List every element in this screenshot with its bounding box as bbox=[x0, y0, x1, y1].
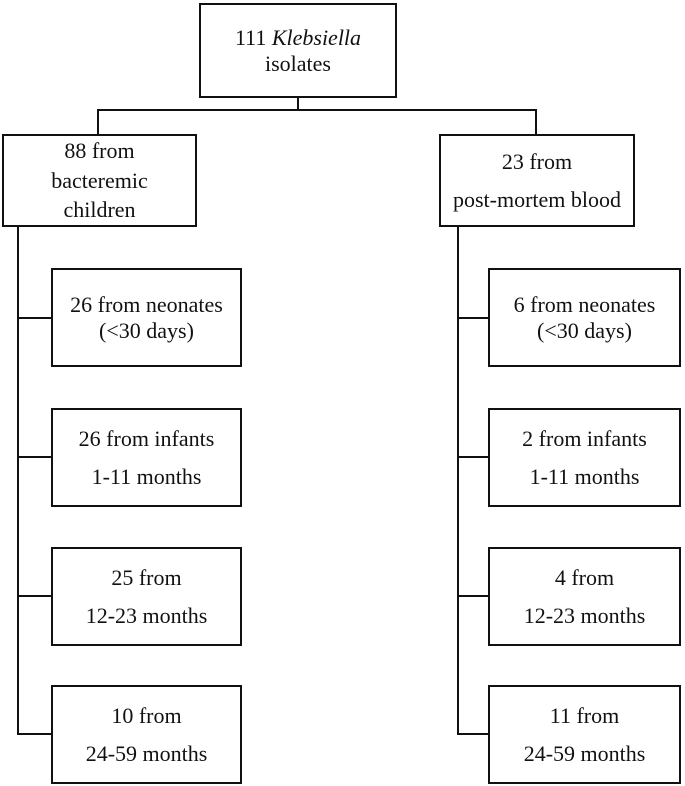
connector-right-stub-1 bbox=[457, 317, 488, 319]
left-child-12-23-line1: 25 from bbox=[111, 564, 182, 590]
connector-top-horizontal bbox=[97, 109, 537, 111]
left-child-12-23-line2: 12-23 months bbox=[85, 602, 208, 628]
left-child-infants-line1: 26 from infants bbox=[78, 425, 215, 451]
right-child-neonates-line1: 6 from neonates bbox=[513, 291, 656, 317]
left-child-box-24-59-months: 10 from 24-59 months bbox=[51, 685, 242, 784]
right-child-infants-line1: 2 from infants bbox=[522, 425, 647, 451]
connector-right-stub-4 bbox=[457, 733, 488, 735]
connector-left-stub-3 bbox=[17, 595, 51, 597]
left-child-neonates-line2: (<30 days) bbox=[99, 317, 194, 343]
right-child-box-24-59-months: 11 from 24-59 months bbox=[488, 685, 681, 784]
left-child-box-12-23-months: 25 from 12-23 months bbox=[51, 547, 242, 646]
right-branch-box: 23 from post-mortem blood bbox=[439, 134, 635, 227]
root-box-line2: isolates bbox=[265, 50, 331, 76]
connector-right-drop bbox=[535, 109, 537, 134]
root-box-line1: 111 Klebsiella bbox=[235, 25, 361, 51]
left-branch-box: 88 from bacteremic children bbox=[2, 134, 197, 227]
left-child-24-59-line2: 24-59 months bbox=[85, 740, 208, 766]
root-box: 111 Klebsiella isolates bbox=[199, 3, 397, 98]
left-branch-line3: children bbox=[63, 197, 136, 223]
right-branch-line1: 23 from bbox=[501, 148, 573, 174]
connector-left-stub-1 bbox=[17, 317, 51, 319]
right-child-12-23-line2: 12-23 months bbox=[523, 602, 646, 628]
left-child-box-infants: 26 from infants 1-11 months bbox=[51, 408, 242, 507]
left-child-24-59-line1: 10 from bbox=[111, 702, 182, 728]
connector-left-stub-2 bbox=[17, 456, 51, 458]
connector-right-spine bbox=[457, 227, 459, 735]
right-child-24-59-line2: 24-59 months bbox=[523, 740, 646, 766]
right-branch-line2: post-mortem blood bbox=[452, 186, 622, 212]
left-branch-line1: 88 from bbox=[64, 137, 135, 163]
root-count: 111 bbox=[234, 24, 272, 50]
left-branch-line2: bacteremic bbox=[51, 167, 148, 193]
left-child-infants-line2: 1-11 months bbox=[91, 463, 202, 489]
right-child-24-59-line1: 11 from bbox=[549, 702, 620, 728]
connector-right-stub-3 bbox=[457, 595, 488, 597]
right-child-neonates-line2: (<30 days) bbox=[537, 317, 632, 343]
right-child-box-neonates: 6 from neonates (<30 days) bbox=[488, 268, 681, 367]
root-italic-word: Klebsiella bbox=[271, 24, 362, 50]
right-child-infants-line2: 1-11 months bbox=[529, 463, 640, 489]
left-child-neonates-line1: 26 from neonates bbox=[70, 291, 223, 317]
right-child-12-23-line1: 4 from bbox=[554, 564, 615, 590]
connector-right-stub-2 bbox=[457, 456, 488, 458]
connector-root-stem bbox=[297, 98, 299, 111]
right-child-box-infants: 2 from infants 1-11 months bbox=[488, 408, 681, 507]
right-child-box-12-23-months: 4 from 12-23 months bbox=[488, 547, 681, 646]
connector-left-spine bbox=[17, 227, 19, 735]
connector-left-drop bbox=[97, 109, 99, 134]
left-child-box-neonates: 26 from neonates (<30 days) bbox=[51, 268, 242, 367]
connector-left-stub-4 bbox=[17, 733, 51, 735]
